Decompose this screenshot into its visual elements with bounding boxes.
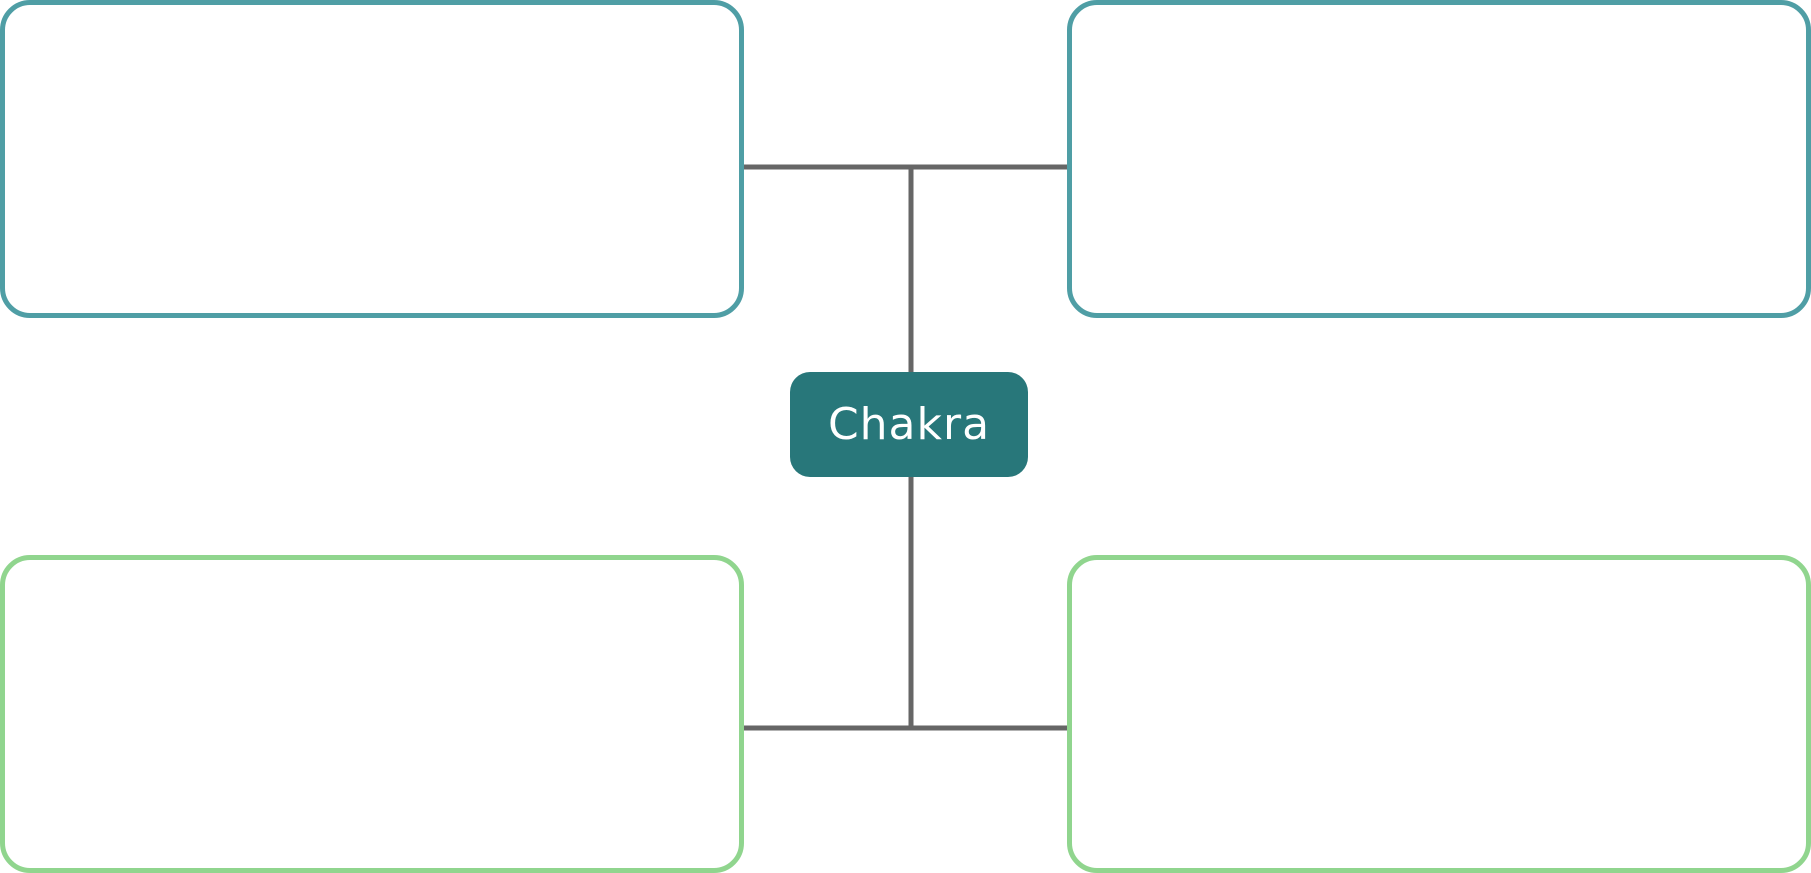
box-bottom-right[interactable] bbox=[1067, 555, 1811, 873]
center-node[interactable]: Chakra bbox=[790, 372, 1028, 477]
center-node-label: Chakra bbox=[827, 399, 991, 450]
box-top-right[interactable] bbox=[1067, 0, 1811, 318]
box-top-left[interactable] bbox=[0, 0, 744, 318]
box-bottom-left[interactable] bbox=[0, 555, 744, 873]
